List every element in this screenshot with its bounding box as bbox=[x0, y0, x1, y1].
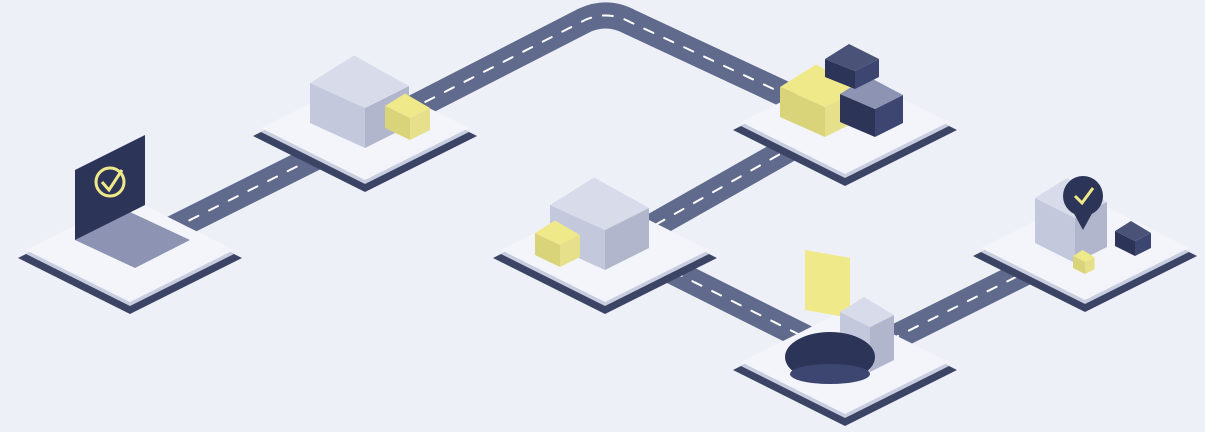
node-courier-document bbox=[733, 249, 957, 426]
document-cap-icon bbox=[785, 249, 894, 384]
node-distribution-center bbox=[493, 177, 717, 314]
road-network bbox=[137, 2, 1093, 373]
node-laptop bbox=[18, 135, 242, 314]
truck-fleet-icon bbox=[780, 44, 903, 137]
node-warehouse-origin bbox=[253, 55, 477, 192]
warehouse-truck-icon bbox=[535, 177, 649, 270]
warehouse-icon bbox=[310, 55, 430, 148]
node-truck-fleet bbox=[733, 44, 957, 186]
laptop-checkmark-icon bbox=[75, 135, 190, 268]
node-home-delivery bbox=[973, 176, 1197, 312]
house-location-pin-icon bbox=[1035, 176, 1151, 274]
